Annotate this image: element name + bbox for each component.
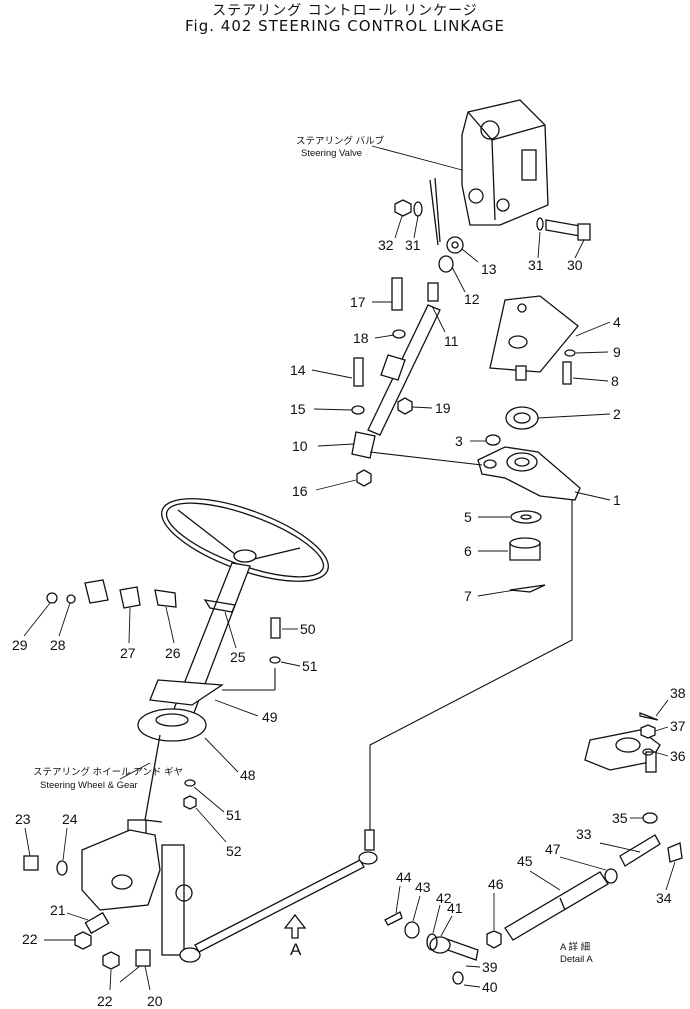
steering-gear-box xyxy=(23,829,193,970)
part-number-36: 36 xyxy=(670,748,686,764)
part-number-16: 16 xyxy=(292,483,308,499)
part-number-22a: 22 xyxy=(22,931,38,947)
caption-wheel-gear-en: Steering Wheel & Gear xyxy=(40,780,138,791)
part-number-6: 6 xyxy=(464,543,472,559)
column-small-parts xyxy=(46,579,281,810)
part-number-42: 42 xyxy=(436,890,452,906)
part-number-5: 5 xyxy=(464,509,472,525)
part-number-44: 44 xyxy=(396,869,412,885)
part-number-51b: 51 xyxy=(226,807,242,823)
valve-caption: ステアリング バルブ Steering Valve xyxy=(296,135,463,171)
steering-rod xyxy=(351,277,441,487)
part-number-8: 8 xyxy=(611,373,619,389)
part-number-38: 38 xyxy=(670,685,686,701)
part-number-4: 4 xyxy=(613,314,621,330)
part-number-31a: 31 xyxy=(405,237,421,253)
part-number-9: 9 xyxy=(613,344,621,360)
wheel-gear-caption: ステアリング ホイール アンド ギヤ Steering Wheel & Gear xyxy=(33,762,183,791)
part-number-2: 2 xyxy=(613,406,621,422)
figure-title-jp: ステアリング コントロール リンケージ xyxy=(212,3,478,19)
part-number-47: 47 xyxy=(545,841,561,857)
part-number-22b: 22 xyxy=(97,993,113,1009)
part-number-41: 41 xyxy=(447,900,463,916)
part-number-17: 17 xyxy=(350,294,366,310)
part-number-29: 29 xyxy=(12,637,28,653)
part-number-10: 10 xyxy=(292,438,308,454)
part-number-40: 40 xyxy=(482,979,498,995)
part-number-26: 26 xyxy=(165,645,181,661)
part-number-50: 50 xyxy=(300,621,316,637)
part-number-12: 12 xyxy=(464,291,480,307)
part-number-7: 7 xyxy=(464,588,472,604)
steering-lever xyxy=(477,406,581,593)
part-number-37: 37 xyxy=(670,718,686,734)
part-number-51a: 51 xyxy=(302,658,318,674)
part-number-33: 33 xyxy=(576,826,592,842)
part-number-1: 1 xyxy=(613,492,621,508)
caption-steering-valve-en: Steering Valve xyxy=(301,148,362,159)
detail-a: A 詳 細 Detail A xyxy=(384,712,683,985)
part-number-25: 25 xyxy=(230,649,246,665)
part-number-11: 11 xyxy=(444,333,459,349)
part-number-18: 18 xyxy=(353,330,369,346)
part-number-3: 3 xyxy=(455,433,463,449)
part-number-28: 28 xyxy=(50,637,66,653)
part-number-32: 32 xyxy=(378,237,394,253)
part-number-30: 30 xyxy=(567,257,583,273)
part-number-35: 35 xyxy=(612,810,628,826)
part-number-20: 20 xyxy=(147,993,163,1009)
bracket xyxy=(489,295,579,385)
callouts: 1 2 3 4 5 6 7 8 9 10 11 12 13 14 15 16 1… xyxy=(12,215,686,1009)
part-number-52: 52 xyxy=(226,843,242,859)
part-number-46: 46 xyxy=(488,876,504,892)
view-a-label: A xyxy=(290,940,302,959)
caption-detail-a-jp: A 詳 細 xyxy=(560,941,590,953)
figure-title: Fig. 402 STEERING CONTROL LINKAGE xyxy=(185,17,505,35)
part-number-23: 23 xyxy=(15,811,31,827)
steering-column xyxy=(127,562,276,845)
part-number-21: 21 xyxy=(50,902,66,918)
part-number-27: 27 xyxy=(120,645,136,661)
caption-steering-valve-jp: ステアリング バルブ xyxy=(296,135,385,147)
steering-valve xyxy=(461,99,549,226)
part-number-43: 43 xyxy=(415,879,431,895)
part-number-39: 39 xyxy=(482,959,498,975)
part-number-24: 24 xyxy=(62,811,78,827)
part-number-48: 48 xyxy=(240,767,256,783)
part-number-19: 19 xyxy=(435,400,451,416)
part-number-49: 49 xyxy=(262,709,278,725)
part-number-45: 45 xyxy=(517,853,533,869)
part-number-13: 13 xyxy=(481,261,497,277)
caption-detail-a-en: Detail A xyxy=(560,954,593,965)
part-number-34: 34 xyxy=(656,890,672,906)
part-number-14: 14 xyxy=(290,362,306,378)
part-number-31b: 31 xyxy=(528,257,544,273)
part-number-15: 15 xyxy=(290,401,306,417)
drag-link: A xyxy=(179,829,378,963)
caption-wheel-gear-jp: ステアリング ホイール アンド ギヤ xyxy=(33,766,183,778)
